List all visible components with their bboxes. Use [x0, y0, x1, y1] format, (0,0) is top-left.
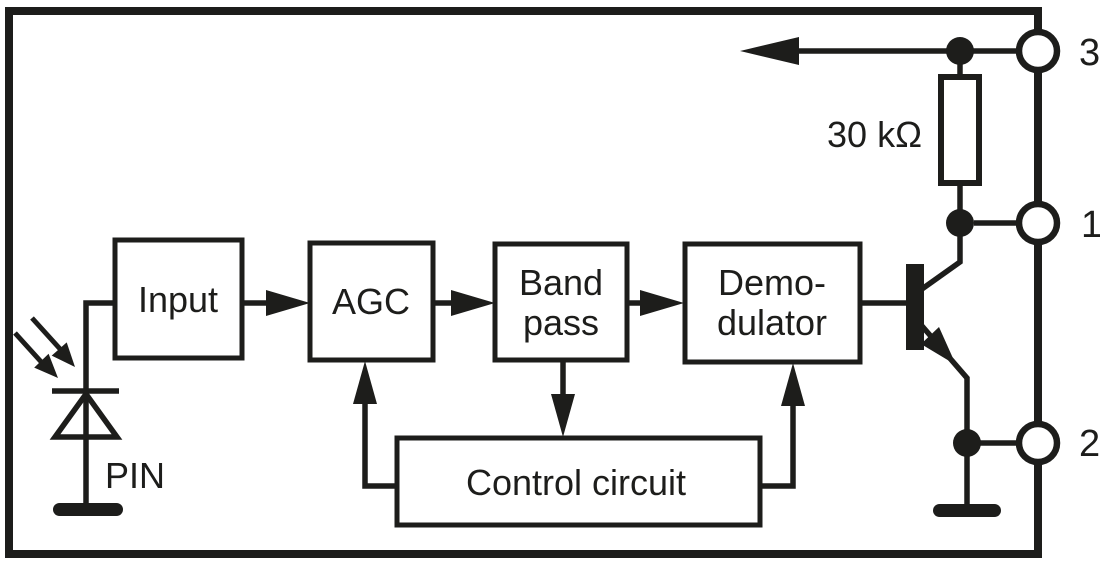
- control-circuit-label: Control circuit: [466, 462, 686, 503]
- light-ray-arrowhead: [51, 342, 75, 367]
- arrow-shaft: [760, 403, 796, 489]
- arrowhead-icon: [353, 361, 377, 404]
- demodulator-label-line2: dulator: [717, 302, 827, 343]
- input-block-label: Input: [138, 279, 218, 320]
- bandpass-label-line1: Band: [519, 262, 603, 303]
- resistor-body: [938, 74, 982, 186]
- bandpass-label-line2: pass: [523, 302, 599, 343]
- resistor-value-label: 30 kΩ: [827, 114, 922, 155]
- demodulator-block: Demo- dulator: [682, 241, 863, 365]
- input-block-box: [112, 237, 245, 361]
- arrowhead-icon: [740, 37, 799, 65]
- agc-block-label: AGC: [332, 281, 410, 322]
- arrowhead-icon: [266, 290, 310, 316]
- ground-icon: [53, 503, 123, 516]
- ground-icon: [933, 504, 1001, 517]
- pin-terminal-3: [1015, 28, 1061, 74]
- junction-dot: [953, 429, 981, 457]
- pin-photodiode: PIN: [13, 300, 165, 516]
- bandpass-block: Band pass: [492, 241, 630, 363]
- light-ray-icon: [13, 331, 58, 378]
- junction-dot: [946, 209, 974, 237]
- arrow-bandpass-to-control: [551, 360, 575, 437]
- demodulator-label-line1: Demo-: [718, 262, 826, 303]
- control-circuit-box: [394, 435, 763, 528]
- arrowhead-icon: [451, 290, 495, 316]
- output-arrow: [740, 37, 1017, 65]
- transistor-base-bar: [906, 264, 924, 350]
- arrowhead-icon: [640, 290, 684, 316]
- pin-number-2: 2: [1079, 423, 1100, 465]
- pin-terminal-1: [1015, 200, 1061, 246]
- npn-transistor: [860, 232, 970, 443]
- pin-terminal-2: [1015, 420, 1061, 466]
- pin-number-3: 3: [1079, 32, 1100, 74]
- arrowhead-icon: [781, 363, 805, 406]
- pin-number-1: 1: [1081, 204, 1100, 246]
- feedback-arrow-control-to-agc: [353, 361, 397, 489]
- transistor-emitter-arrowhead: [921, 327, 956, 365]
- arrow-agc-to-bandpass: [433, 290, 495, 316]
- photodiode-triangle: [49, 389, 123, 440]
- arrow-bandpass-to-demodulator: [627, 290, 684, 316]
- light-ray-icon: [30, 316, 75, 367]
- light-ray-shaft: [13, 331, 46, 367]
- arrow-shaft: [362, 400, 397, 489]
- arrowhead-icon: [551, 394, 575, 437]
- junction-dot: [946, 37, 974, 65]
- light-ray-shaft: [30, 316, 63, 352]
- input-block: Input: [112, 237, 245, 361]
- control-circuit-block: Control circuit: [394, 435, 763, 528]
- light-ray-arrowhead: [34, 353, 58, 378]
- package-outline: [5, 7, 1042, 558]
- feedback-arrow-control-to-demodulator: [760, 363, 805, 489]
- transistor-collector-wire: [920, 232, 963, 292]
- photodiode-label: PIN: [105, 455, 165, 496]
- agc-block: AGC: [307, 240, 436, 363]
- pullup-resistor: 30 kΩ: [827, 51, 982, 223]
- arrow-input-to-agc: [242, 290, 310, 316]
